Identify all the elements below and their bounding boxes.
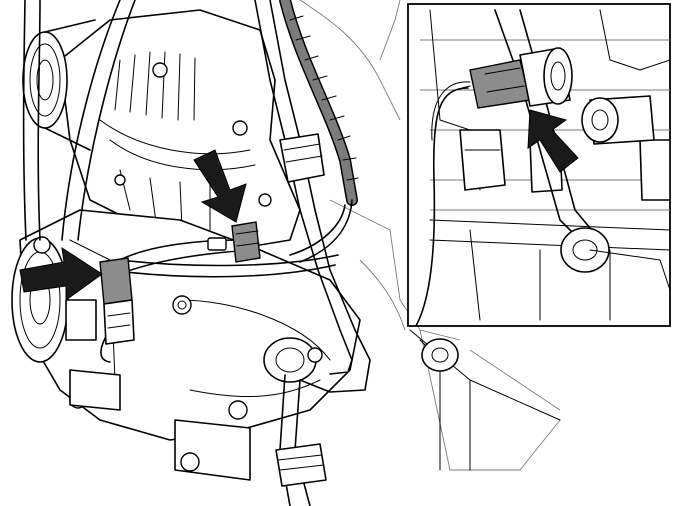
compressor-pulley [11, 237, 69, 363]
inset-sensor [461, 47, 573, 109]
refrigerant-pipes [22, 0, 371, 506]
arrow-lower-connector [19, 246, 103, 301]
inset-detail-panel [407, 3, 671, 327]
lower-electrical-connector [65, 257, 135, 345]
arrow-upper-connector [193, 149, 247, 223]
support-bracket [409, 329, 561, 471]
alternator-pulley [22, 19, 96, 151]
engine-block-background [299, 0, 561, 471]
wiring-loom [279, 0, 359, 263]
upper-electrical-connector [207, 221, 261, 263]
arrow-inset-connector [527, 109, 579, 173]
